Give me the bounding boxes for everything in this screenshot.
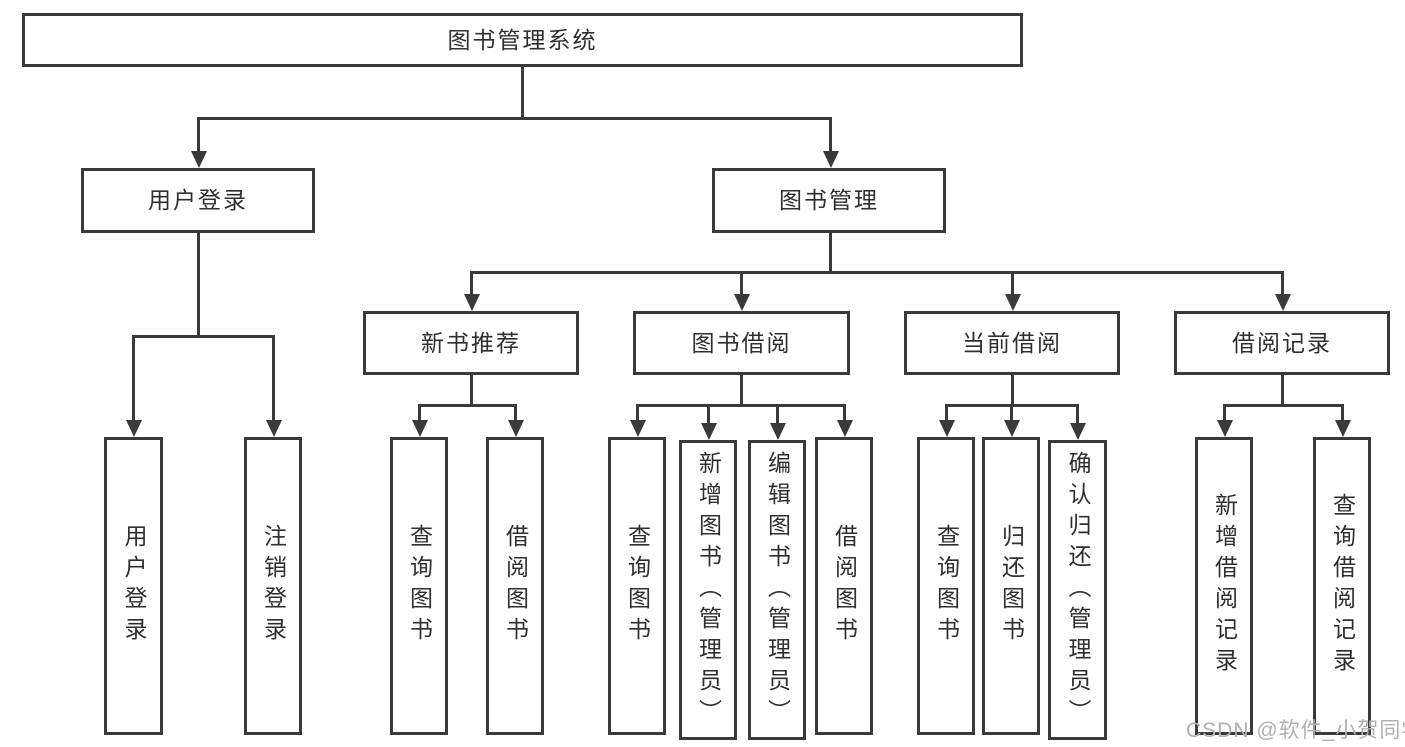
arrow-to-book-borrowing	[733, 271, 750, 311]
leaf-label: 查询图书	[624, 524, 651, 648]
node-new-book-recommend: 新书推荐	[363, 311, 579, 375]
leaf-query-borrow-record: 查询借阅记录	[1313, 437, 1371, 735]
arrow-to-edit-book-admin	[769, 404, 786, 440]
leaf-logout: 注销登录	[244, 437, 302, 735]
connector-borrowing-records-horizontal	[1223, 404, 1344, 407]
node-borrowing-records: 借阅记录	[1174, 311, 1390, 375]
connector-book-borrowing-stem	[740, 375, 743, 407]
node-current-borrowing: 当前借阅	[904, 311, 1120, 375]
leaf-label: 注销登录	[260, 524, 287, 648]
arrow-to-query-borrow-record	[1334, 404, 1351, 437]
node-library-management-system: 图书管理系统	[22, 13, 1023, 67]
node-label: 借阅记录	[1232, 329, 1332, 356]
node-user-login: 用户登录	[81, 168, 315, 233]
connector-user-login-horizontal	[132, 335, 275, 338]
connector-borrowing-records-stem	[1281, 375, 1284, 407]
node-label: 当前借阅	[962, 329, 1062, 356]
arrow-to-book-management	[822, 117, 839, 168]
connector-root-stem	[521, 67, 524, 120]
arrow-to-confirm-return-admin	[1069, 404, 1086, 440]
leaf-label: 新增图书（管理员）	[695, 450, 722, 730]
leaf-borrow-books-1: 借阅图书	[486, 437, 544, 735]
leaf-confirm-return-admin: 确认归还（管理员）	[1048, 440, 1107, 740]
connector-level3-horizontal	[470, 271, 1284, 274]
leaf-query-books-2: 查询图书	[608, 437, 666, 735]
node-label: 图书管理	[779, 187, 879, 213]
leaf-edit-book-admin: 编辑图书（管理员）	[748, 440, 806, 740]
csdn-watermark: CSDN @软件_小贺同学	[1186, 719, 1405, 742]
node-label: 图书借阅	[691, 329, 792, 356]
leaf-return-book: 归还图书	[982, 437, 1040, 735]
leaf-label: 借阅图书	[502, 524, 529, 648]
leaf-query-books-1: 查询图书	[390, 437, 448, 735]
arrow-to-add-borrow-record	[1216, 404, 1233, 437]
leaf-add-borrow-record: 新增借阅记录	[1195, 437, 1253, 735]
leaf-label: 查询借阅记录	[1329, 493, 1356, 679]
leaf-borrow-books-2: 借阅图书	[815, 437, 873, 735]
connector-new-book-stem	[470, 375, 473, 407]
leaf-query-books-3: 查询图书	[917, 437, 975, 735]
node-book-management: 图书管理	[712, 168, 946, 233]
arrow-to-return-book	[1003, 404, 1020, 437]
leaf-user-login: 用户登录	[104, 437, 163, 735]
arrow-to-query-books-3	[938, 404, 955, 437]
leaf-label: 借阅图书	[831, 524, 858, 648]
connector-book-borrowing-horizontal	[636, 404, 846, 407]
leaf-label: 查询图书	[406, 524, 433, 648]
connector-level2-horizontal	[197, 117, 832, 120]
leaf-label: 确认归还（管理员）	[1065, 450, 1091, 730]
leaf-label: 查询图书	[933, 524, 960, 648]
arrow-to-query-books-1	[411, 404, 428, 437]
connector-book-management-stem	[829, 233, 832, 274]
leaf-label: 编辑图书（管理员）	[764, 450, 791, 730]
leaf-label: 新增借阅记录	[1211, 493, 1238, 679]
leaf-add-book-admin: 新增图书（管理员）	[679, 440, 737, 740]
leaf-label: 用户登录	[121, 524, 147, 648]
node-label: 用户登录	[148, 187, 248, 213]
leaf-label: 归还图书	[998, 524, 1025, 648]
arrow-to-new-book-recommend	[463, 271, 480, 311]
node-book-borrowing: 图书借阅	[633, 311, 850, 375]
node-label: 新书推荐	[421, 329, 521, 356]
arrow-to-borrowing-records	[1274, 271, 1291, 311]
arrow-to-current-borrowing	[1004, 271, 1021, 311]
arrow-to-add-book-admin	[700, 404, 717, 440]
arrow-to-query-books-2	[629, 404, 646, 437]
arrow-to-user-login	[190, 117, 207, 168]
connector-current-borrowing-stem	[1011, 375, 1014, 407]
arrow-to-borrow-books-1	[507, 404, 524, 437]
arrow-to-borrow-books-2	[836, 404, 853, 437]
connector-user-login-stem	[197, 233, 200, 338]
connector-new-book-horizontal	[418, 404, 517, 407]
arrow-to-leaf-logout	[265, 335, 282, 437]
arrow-to-leaf-user-login	[125, 335, 142, 437]
node-label: 图书管理系统	[447, 26, 598, 53]
